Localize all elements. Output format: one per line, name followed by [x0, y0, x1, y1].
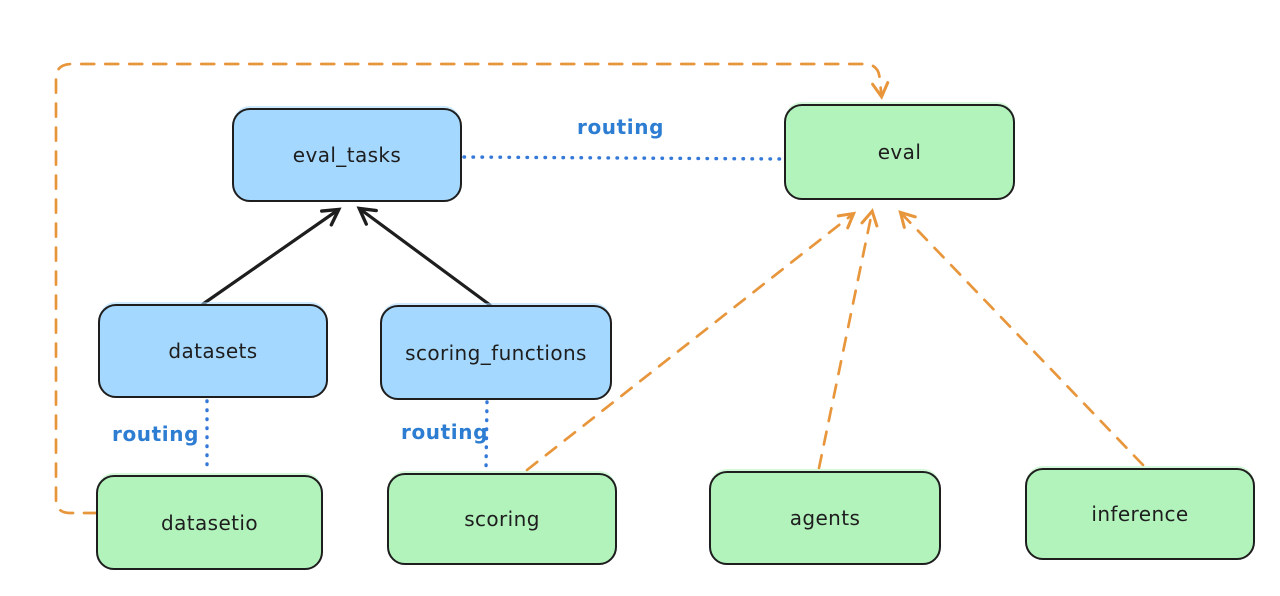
routing-label-datasets-datasetio: routing	[112, 422, 200, 446]
node-eval-label: eval	[877, 140, 922, 164]
edge-datasetio-to-eval	[54, 62, 890, 515]
node-scoring-functions: scoring_functions	[380, 305, 612, 400]
node-eval-tasks: eval_tasks	[232, 108, 462, 202]
node-datasetio-label: datasetio	[160, 510, 258, 535]
node-eval-tasks-label: eval_tasks	[292, 143, 402, 167]
node-inference: inference	[1025, 468, 1255, 560]
edge-scoring-functions-to-eval-tasks	[356, 206, 492, 307]
routing-label-eval-tasks-eval: routing	[577, 115, 665, 139]
node-scoring-label: scoring	[464, 507, 540, 531]
node-scoring-functions-label: scoring_functions	[405, 340, 587, 365]
node-agents-label: agents	[789, 506, 861, 530]
edge-datasets-to-eval-tasks	[201, 207, 342, 306]
edge-scoring-to-eval	[525, 211, 857, 472]
edge-agents-to-eval	[817, 208, 879, 470]
node-datasets: datasets	[98, 304, 328, 398]
node-datasets-label: datasets	[168, 339, 258, 363]
node-inference-label: inference	[1091, 502, 1189, 526]
node-agents: agents	[709, 471, 941, 565]
node-eval: eval	[784, 104, 1015, 200]
routing-label-scoring-functions-scoring: routing	[401, 420, 489, 444]
edge-eval-tasks-to-eval-routing	[462, 155, 785, 161]
node-datasetio: datasetio	[96, 475, 323, 570]
node-scoring: scoring	[387, 473, 617, 565]
edge-inference-to-eval	[898, 210, 1145, 467]
